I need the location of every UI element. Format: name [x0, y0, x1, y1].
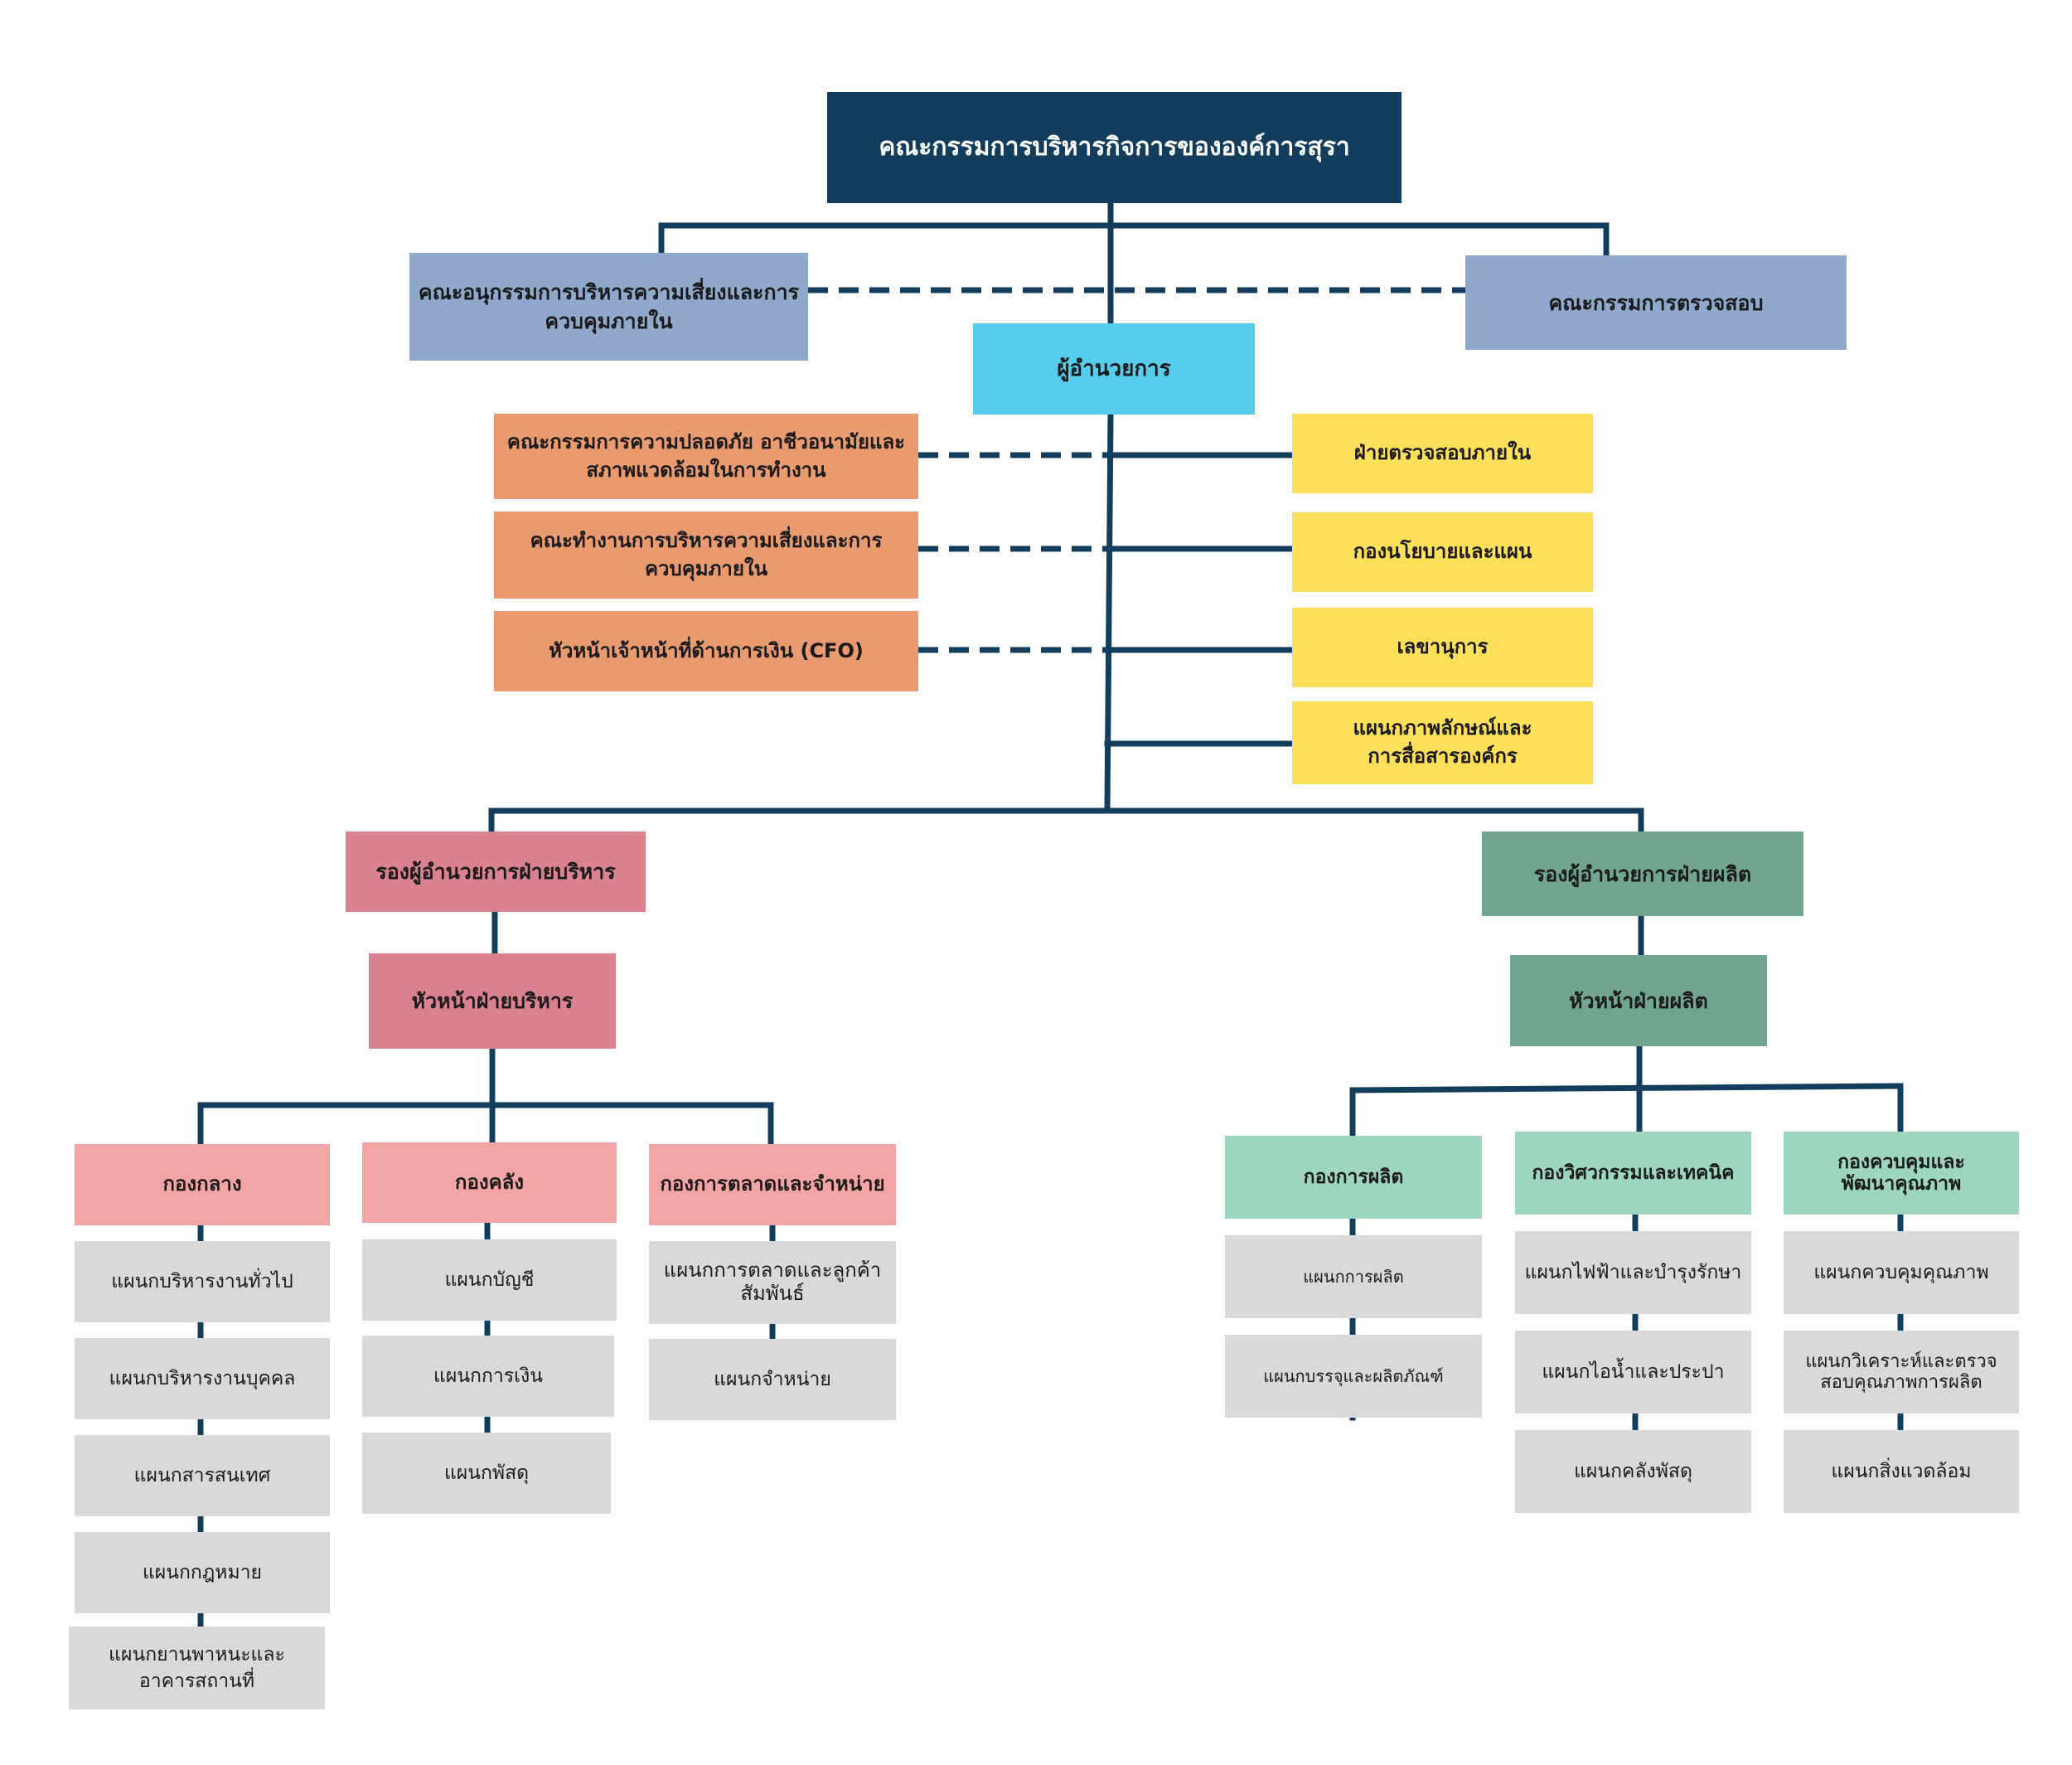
section-box: แผนกการตลาดและลูกค้าสัมพันธ์	[649, 1241, 896, 1324]
department-box: กองกลาง	[75, 1144, 330, 1225]
section-box: แผนกกฎหมาย	[75, 1532, 330, 1613]
section-label: แผนกควบคุมคุณภาพ	[1813, 1261, 1989, 1283]
section-label: แผนกการเงิน	[433, 1365, 543, 1387]
section-box: แผนกคลังพัสดุ	[1515, 1430, 1751, 1513]
staff-unit-box: แผนกภาพลักษณ์และการสื่อสารองค์กร	[1292, 701, 1593, 784]
section-label: แผนกวิเคราะห์และตรวจสอบคุณภาพการผลิต	[1805, 1350, 1997, 1393]
board-box: คณะกรรมการบริหารกิจการขององค์การสุรา	[827, 92, 1402, 203]
section-box: แผนกบรรจุและผลิตภัณฑ์	[1225, 1335, 1482, 1418]
production-deputy-box: รองผู้อำนวยการฝ่ายผลิต	[1482, 832, 1803, 916]
department-label: กองคลัง	[454, 1170, 525, 1194]
section-label: แผนกการผลิต	[1303, 1267, 1404, 1287]
section-box: แผนกวิเคราะห์และตรวจสอบคุณภาพการผลิต	[1784, 1331, 2019, 1413]
section-box: แผนกการเงิน	[362, 1336, 614, 1417]
working-group-label: คณะทำงานการบริหารความเสี่ยงและการควบคุมภ…	[530, 528, 883, 580]
section-label: แผนกบัญชี	[444, 1268, 535, 1291]
section-box: แผนกจำหน่าย	[649, 1339, 896, 1420]
section-label: แผนกไอน้ำและประปา	[1542, 1360, 1725, 1383]
section-label: แผนกสิ่งแวดล้อม	[1831, 1460, 1972, 1482]
deputies-bar	[488, 807, 1644, 835]
staff-unit-label: ฝ่ายตรวจสอบภายใน	[1353, 441, 1532, 465]
section-box: แผนกยานพาหนะและอาคารสถานที่	[69, 1627, 325, 1709]
risk-subcommittee-label: คณะอนุกรรมการบริหารความเสี่ยงและการควบคุ…	[418, 280, 800, 333]
staff-unit-box: กองนโยบายและแผน	[1292, 512, 1593, 592]
section-box: แผนกการผลิต	[1225, 1235, 1482, 1318]
audit-committee-box: คณะกรรมการตรวจสอบ	[1465, 255, 1847, 350]
staff-unit-label: กองนโยบายและแผน	[1353, 540, 1532, 564]
section-label: แผนกคลังพัสดุ	[1574, 1460, 1692, 1482]
section-label: แผนกพัสดุ	[443, 1462, 530, 1484]
working-group-box: คณะทำงานการบริหารความเสี่ยงและการควบคุมภ…	[494, 512, 918, 599]
admin-deputy-label: รองผู้อำนวยการฝ่ายบริหาร	[375, 860, 616, 884]
section-label: แผนกกฎหมาย	[142, 1561, 263, 1583]
production-head-label: หัวหน้าฝ่ายผลิต	[1569, 988, 1708, 1013]
admin-deputy-box: รองผู้อำนวยการฝ่ายบริหาร	[346, 832, 646, 912]
section-label: แผนกจำหน่าย	[714, 1368, 831, 1390]
admin-dept-bar	[197, 1102, 774, 1147]
working-group-box: หัวหน้าเจ้าหน้าที่ด้านการเงิน (CFO)	[494, 611, 918, 691]
department-label: กองการตลาดและจำหน่าย	[660, 1172, 885, 1196]
section-label: แผนกบริหารงานทั่วไป	[111, 1270, 293, 1292]
department-box: กองการตลาดและจำหน่าย	[649, 1144, 896, 1225]
production-deputy-label: รองผู้อำนวยการฝ่ายผลิต	[1533, 861, 1752, 886]
working-group-box: คณะกรรมการความปลอดภัย อาชีวอนามัยและสภาพ…	[494, 414, 918, 499]
section-box: แผนกไอน้ำและประปา	[1515, 1331, 1751, 1413]
department-label: กองวิศวกรรมและเทคนิค	[1532, 1161, 1735, 1184]
staff-unit-label: แผนกภาพลักษณ์และการสื่อสารองค์กร	[1353, 716, 1532, 768]
dashed-connectors	[808, 287, 1465, 653]
section-box: แผนกพัสดุ	[362, 1433, 611, 1514]
department-box: กองการผลิต	[1225, 1136, 1482, 1219]
prod-dept-bar	[1349, 1083, 1904, 1139]
section-label: แผนกบริหารงานบุคคล	[109, 1367, 296, 1389]
department-label: กองการผลิต	[1303, 1166, 1404, 1188]
section-label: แผนกไฟฟ้าและบำรุงรักษา	[1524, 1261, 1742, 1283]
department-box: กองวิศวกรรมและเทคนิค	[1515, 1132, 1751, 1215]
risk-subcommittee-box: คณะอนุกรรมการบริหารความเสี่ยงและการควบคุ…	[409, 253, 808, 361]
director-label: ผู้อำนวยการ	[1057, 356, 1171, 381]
staff-unit-box: เลขานุการ	[1292, 608, 1593, 687]
section-box: แผนกไฟฟ้าและบำรุงรักษา	[1515, 1231, 1751, 1314]
audit-committee-label: คณะกรรมการตรวจสอบ	[1548, 290, 1764, 315]
production-head-box: หัวหน้าฝ่ายผลิต	[1510, 955, 1767, 1046]
director-box: ผู้อำนวยการ	[973, 323, 1255, 415]
section-box: แผนกบัญชี	[362, 1239, 617, 1321]
staff-unit-box: ฝ่ายตรวจสอบภายใน	[1292, 414, 1593, 493]
admin-head-label: หัวหน้าฝ่ายบริหาร	[411, 989, 574, 1013]
section-box: แผนกสารสนเทศ	[75, 1435, 330, 1516]
section-box: แผนกบริหารงานทั่วไป	[75, 1241, 330, 1322]
department-box: กองคลัง	[362, 1142, 617, 1223]
department-label: กองควบคุมและพัฒนาคุณภาพ	[1837, 1151, 1965, 1195]
main-trunk-lower	[1104, 411, 1114, 812]
section-label: แผนกการตลาดและลูกค้าสัมพันธ์	[663, 1258, 882, 1305]
department-label: กองกลาง	[162, 1172, 242, 1196]
admin-head-box: หัวหน้าฝ่ายบริหาร	[369, 953, 616, 1049]
department-box: กองควบคุมและพัฒนาคุณภาพ	[1784, 1132, 2019, 1215]
staff-unit-label: เลขานุการ	[1397, 635, 1489, 659]
section-box: แผนกสิ่งแวดล้อม	[1784, 1430, 2019, 1513]
working-group-label: คณะกรรมการความปลอดภัย อาชีวอนามัยและสภาพ…	[506, 429, 906, 482]
section-box: แผนกบริหารงานบุคคล	[75, 1338, 330, 1419]
section-box: แผนกควบคุมคุณภาพ	[1784, 1231, 2019, 1314]
section-label: แผนกสารสนเทศ	[133, 1464, 271, 1486]
section-label: แผนกบรรจุและผลิตภัณฑ์	[1263, 1366, 1444, 1386]
board-label: คณะกรรมการบริหารกิจการขององค์การสุรา	[879, 133, 1350, 162]
committee-bar	[658, 222, 1610, 259]
working-group-label: หัวหน้าเจ้าหน้าที่ด้านการเงิน (CFO)	[549, 638, 864, 662]
section-label: แผนกยานพาหนะและอาคารสถานที่	[109, 1643, 285, 1692]
